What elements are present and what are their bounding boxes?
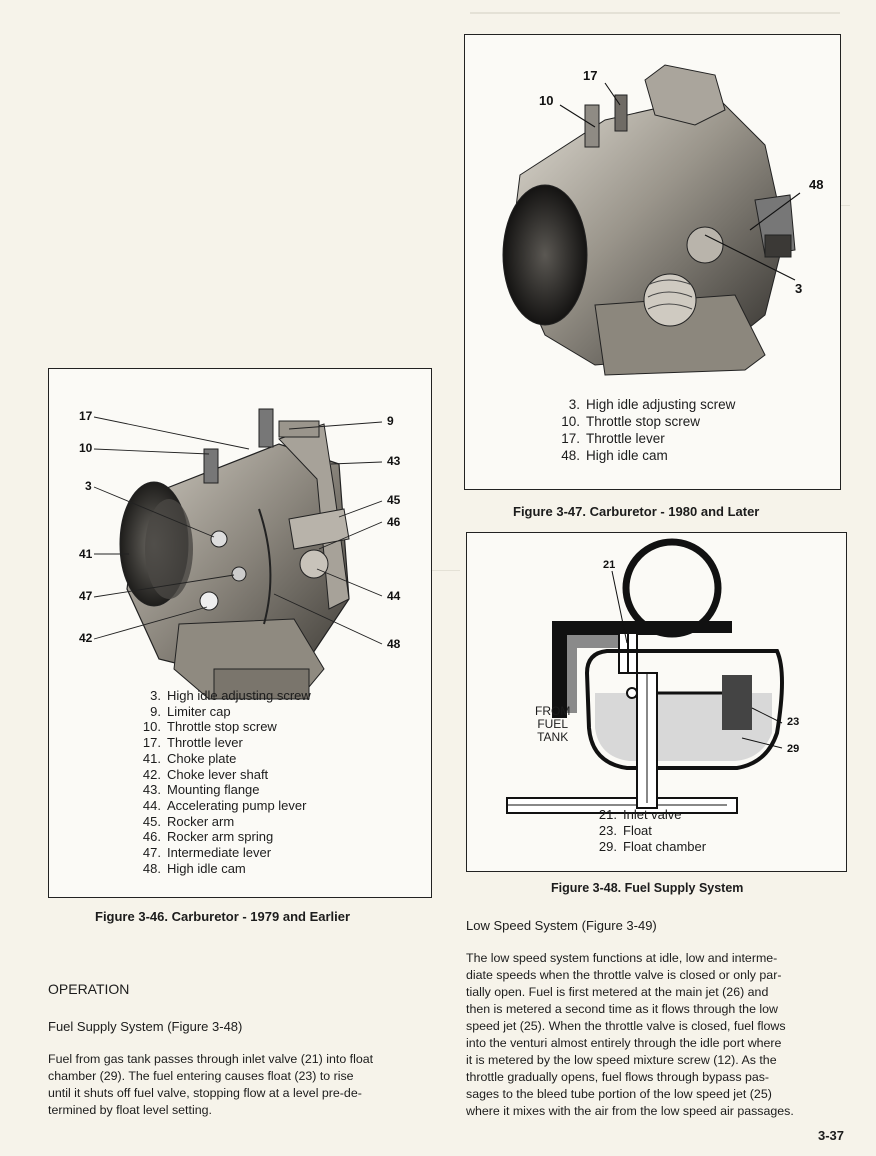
figure-3-46: 17 10 3 41 47 42 9 43 45 46 44 48 3. High… [48,368,432,898]
legend-text: High idle adjusting screw [586,397,736,412]
legend-num: 21. [598,807,617,822]
legend-text: Throttle lever [586,431,665,446]
callout-41: 41 [79,547,93,561]
legend-text: High idle cam [167,860,246,876]
text-line: into the venturi almost entirely through… [466,1036,782,1050]
legend-num: 42. [142,766,161,782]
legend-num: 47. [142,845,161,861]
callout-48: 48 [809,177,824,192]
callout-45: 45 [387,493,401,507]
legend-num: 43. [142,782,161,798]
legend-text: Rocker arm [167,813,235,829]
legend-text: Float chamber [623,839,707,854]
parts-legend: 3. High idle adjusting screw 10. Throttle … [558,396,735,464]
text-line: then is metered a second time as it flow… [466,1002,778,1016]
callout-10: 10 [79,441,93,455]
legend-text: Throttle lever [167,735,243,751]
legend-text: Rocker arm spring [167,829,274,845]
callout-48: 48 [387,637,401,651]
legend-text: Choke plate [167,750,237,766]
text-line: termined by float level setting. [48,1103,212,1117]
callout-23: 23 [787,716,800,728]
callout-43: 43 [387,454,401,468]
from-fuel-tank-label: FROM FUEL TANK [535,705,570,744]
legend-text: Mounting flange [167,782,260,798]
text-line: where it mixes with the air from the low… [466,1104,794,1118]
legend-num: 23. [598,823,617,838]
legend-num: 17. [142,735,161,751]
legend-text: Accelerating pump lever [167,797,307,813]
page-number: 3-37 [818,1128,845,1143]
subheading-fuel-supply: Fuel Supply System (Figure 3-48) [48,1019,243,1034]
from-label-line: FUEL [537,717,568,731]
callout-17: 17 [79,409,93,423]
bleed-through [470,12,840,14]
legend-text: High idle cam [586,448,668,463]
callout-9: 9 [387,414,394,428]
text-line: The low speed system functions at idle, … [466,951,778,965]
text-line: sages to the bleed tube portion of the l… [466,1087,772,1101]
text-line: chamber (29). The fuel entering causes f… [48,1069,354,1083]
legend-num: 45. [142,813,161,829]
text-line: until it shuts off fuel valve, stopping … [48,1086,362,1100]
from-label-line: TANK [537,730,569,744]
carburetor-1979-illustration [93,408,383,700]
legend-text: Limiter cap [167,703,231,719]
legend-text: Choke lever shaft [167,766,269,782]
figure-3-48: 21 23 29 FROM FUEL TANK 21. Inlet valve 2… [466,532,847,872]
text-line: throttle gradually opens, fuel flows thr… [466,1070,770,1084]
callout-47: 47 [79,589,93,603]
figure-3-46-title: Figure 3-46. Carburetor - 1979 and Earli… [95,909,351,924]
bleed-through [420,570,460,571]
text-line: diate speeds when the throttle valve is … [466,968,782,982]
callout-42: 42 [79,631,93,645]
from-label-line: FROM [535,704,571,718]
text-line: Fuel from gas tank passes through inlet … [48,1052,374,1066]
parts-legend: 3. High idle adjusting screw 9. Limiter ca… [133,688,311,876]
legend-text: Intermediate lever [167,845,272,861]
callout-10: 10 [539,93,554,108]
legend-num: 3. [568,397,580,412]
callout-21: 21 [603,559,616,571]
carburetor-1980-photo [502,64,801,376]
figure-3-48-title: Figure 3-48. Fuel Supply System [551,881,744,895]
legend-num: 17. [561,431,580,446]
legend-num: 9. [150,703,161,719]
callout-46: 46 [387,515,401,529]
legend-num: 48. [142,860,161,876]
legend-num: 10. [561,414,580,429]
legend-num: 46. [142,829,161,845]
callout-17: 17 [583,68,598,83]
fuel-supply-diagram [506,538,784,814]
callout-44: 44 [387,589,401,603]
legend-text: Throttle stop screw [167,719,277,735]
legend-text: Inlet valve [623,807,682,822]
legend-num: 29. [598,839,617,854]
legend-text: Throttle stop screw [586,414,701,429]
legend-text: High idle adjusting screw [167,688,311,703]
figure-3-47-title: Figure 3-47. Carburetor - 1980 and Later [513,504,760,519]
legend-num: 3. [150,688,161,703]
figure-3-47: 17 10 48 3 3. High idle adjusting screw 1… [464,34,841,490]
legend-num: 10. [142,719,161,735]
section-heading-operation: OPERATION [48,981,130,997]
text-line: tially open. Fuel is first metered at th… [466,985,769,999]
text-line: speed jet (25). When the throttle valve … [466,1019,786,1033]
callout-29: 29 [787,743,800,755]
subheading-low-speed: Low Speed System (Figure 3-49) [466,918,657,933]
parts-legend: 21. Inlet valve 23. Float 29. Float chamber [595,807,706,855]
low-speed-paragraph: The low speed system functions at idle, … [466,950,849,1120]
callout-3: 3 [85,479,92,493]
legend-num: 48. [561,448,580,463]
fuel-supply-paragraph: Fuel from gas tank passes through inlet … [48,1051,432,1119]
legend-num: 41. [142,750,161,766]
callout-3: 3 [795,281,803,296]
legend-num: 44. [142,797,161,813]
text-line: it is metered by the low speed mixture s… [466,1053,777,1067]
legend-text: Float [623,823,652,838]
